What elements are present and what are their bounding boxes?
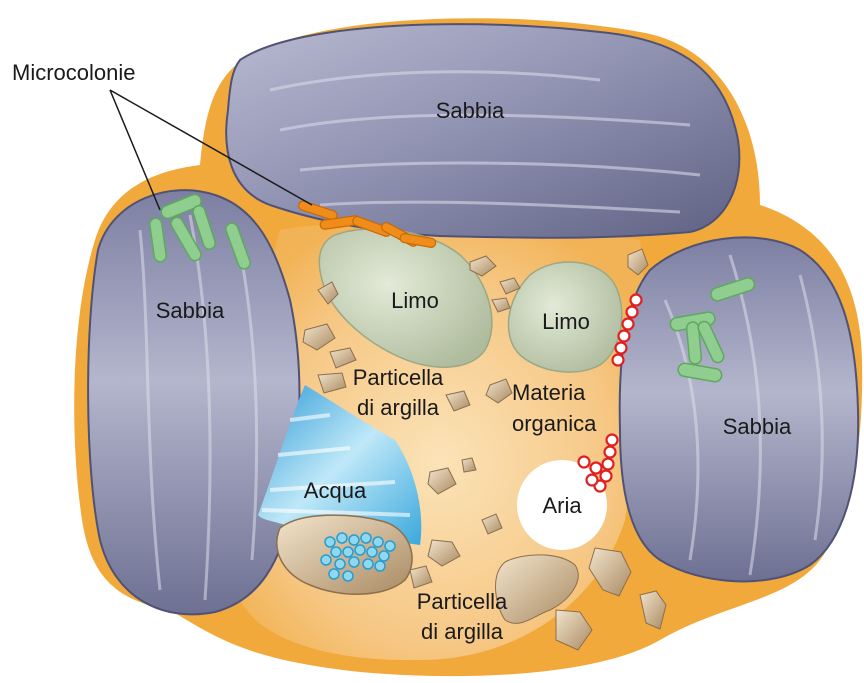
label-clay-lower-1: Particella [417,589,508,614]
label-organic-2: organica [512,411,597,436]
label-water: Acqua [304,478,367,503]
label-microcolonies: Microcolonie [12,60,136,85]
label-silt-right: Limo [542,309,590,334]
label-clay-upper-2: di argilla [357,395,440,420]
label-clay-lower-2: di argilla [421,619,504,644]
label-silt-left: Limo [391,288,439,313]
label-sand-top: Sabbia [436,98,505,123]
label-clay-upper-1: Particella [353,365,444,390]
label-sand-right: Sabbia [723,414,792,439]
label-organic-1: Materia [512,380,586,405]
label-air: Aria [542,493,582,518]
label-sand-left: Sabbia [156,298,225,323]
